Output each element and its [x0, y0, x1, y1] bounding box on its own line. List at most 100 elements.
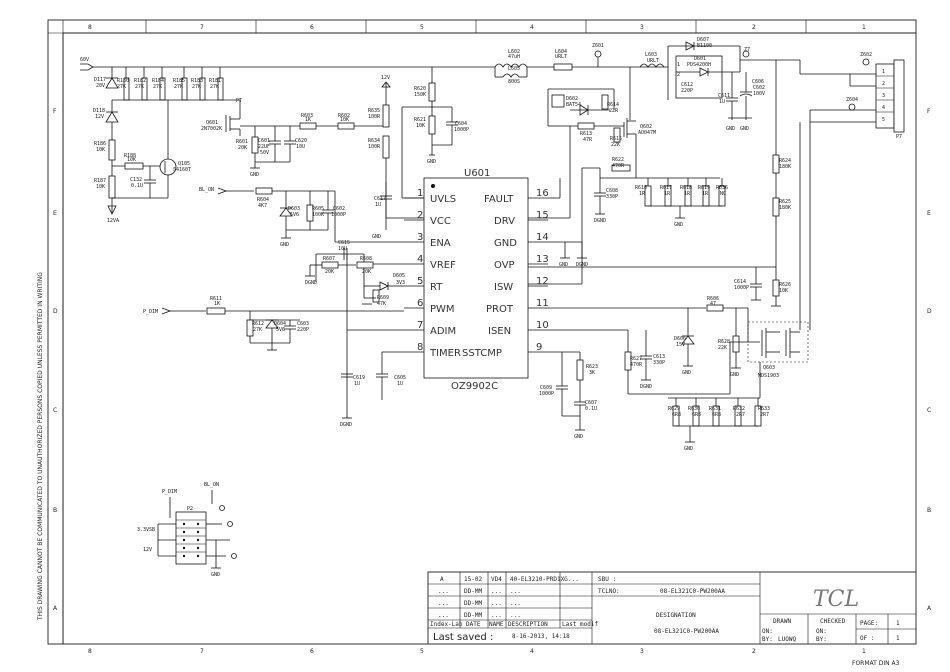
svg-text:27K: 27K — [135, 84, 144, 90]
svg-text:3V3: 3V3 — [396, 280, 405, 286]
svg-text:08-EL321C0-PW200AA: 08-EL321C0-PW200AA — [654, 628, 719, 635]
svg-text:R605: R605 — [312, 206, 324, 212]
svg-text:10K: 10K — [96, 184, 105, 190]
svg-text:L602: L602 — [508, 49, 520, 55]
format-label: FORMAT DIN A3 — [852, 660, 900, 667]
svg-text:47uH: 47uH — [508, 54, 520, 60]
svg-text:R628: R628 — [718, 339, 730, 345]
svg-text:DGND: DGND — [305, 280, 317, 286]
svg-text:1K: 1K — [214, 301, 220, 307]
svg-text:Z602: Z602 — [860, 52, 872, 58]
svg-text:4: 4 — [530, 24, 534, 31]
svg-text:R620: R620 — [414, 86, 426, 92]
svg-text:...: ... — [438, 612, 449, 619]
svg-text:220P: 220P — [681, 88, 693, 94]
svg-text:6R8: 6R8 — [692, 412, 701, 418]
svg-text:47: 47 — [710, 301, 716, 307]
svg-text:A: A — [53, 605, 58, 612]
svg-text:R182: R182 — [134, 78, 146, 84]
svg-text:20V: 20V — [96, 83, 105, 89]
svg-text:3: 3 — [640, 24, 644, 31]
svg-text:R612: R612 — [252, 321, 264, 327]
svg-text:R602: R602 — [338, 113, 350, 119]
svg-text:GND: GND — [684, 446, 693, 452]
svg-text:ISW: ISW — [494, 282, 513, 293]
svg-text:10K: 10K — [416, 123, 425, 129]
svg-text:DRAWN: DRAWN — [773, 618, 791, 625]
svg-text:R188: R188 — [124, 153, 136, 159]
svg-text:1000P: 1000P — [454, 127, 469, 133]
svg-text:6: 6 — [417, 298, 423, 309]
svg-text:5: 5 — [420, 648, 424, 655]
svg-text:P7: P7 — [896, 134, 902, 140]
svg-text:BY:: BY: — [762, 636, 773, 643]
svg-text:15: 15 — [536, 210, 549, 221]
svg-text:11: 11 — [536, 298, 549, 309]
svg-text:2: 2 — [752, 648, 756, 655]
svg-text:D602: D602 — [566, 96, 578, 102]
svg-text:GND: GND — [427, 159, 436, 165]
svg-text:D: D — [927, 308, 932, 315]
svg-text:OF :: OF : — [860, 635, 874, 642]
svg-text:R629: R629 — [668, 406, 680, 412]
svg-text:27K: 27K — [153, 84, 162, 90]
svg-text:ISEN: ISEN — [488, 326, 511, 337]
svg-text:1: 1 — [896, 635, 900, 642]
svg-text:470R: 470R — [630, 362, 643, 368]
svg-text:R607: R607 — [323, 256, 335, 262]
svg-text:ENA: ENA — [430, 238, 451, 249]
svg-text:R631: R631 — [709, 406, 721, 412]
svg-text:L603: L603 — [645, 52, 657, 58]
svg-text:2: 2 — [677, 72, 680, 78]
svg-text:...: ... — [510, 600, 521, 607]
svg-text:2: 2 — [752, 24, 756, 31]
svg-text:R634: R634 — [368, 138, 380, 144]
svg-text:GND: GND — [740, 126, 749, 132]
svg-text:L605: L605 — [508, 66, 520, 72]
svg-text:Q601: Q601 — [206, 120, 218, 126]
svg-text:SSTCMP: SSTCMP — [462, 348, 502, 359]
svg-text:3K: 3K — [589, 370, 595, 376]
svg-text:DESCRIPTION: DESCRIPTION — [508, 621, 548, 628]
svg-text:R614: R614 — [607, 102, 619, 108]
svg-text:C612: C612 — [681, 82, 693, 88]
svg-text:...: ... — [568, 576, 579, 583]
svg-text:F: F — [53, 108, 57, 115]
svg-text:1K: 1K — [305, 117, 311, 123]
svg-text:Z7: Z7 — [744, 47, 750, 53]
svg-text:8-16-2013, 14:18: 8-16-2013, 14:18 — [512, 633, 570, 640]
q601-mosfet: Q601 2N7002K — [201, 110, 241, 136]
svg-text:Last saved :: Last saved : — [433, 632, 493, 643]
svg-text:GND: GND — [211, 572, 220, 578]
svg-text:...: ... — [510, 612, 521, 619]
svg-text:3: 3 — [417, 232, 423, 243]
svg-text:27K: 27K — [210, 84, 219, 90]
svg-text:5: 5 — [417, 276, 423, 287]
svg-text:DGND: DGND — [594, 218, 606, 224]
svg-text:3.3VSB: 3.3VSB — [137, 527, 155, 533]
svg-text:10K: 10K — [127, 157, 136, 163]
svg-text:1000P: 1000P — [539, 391, 554, 397]
svg-text:C: C — [927, 407, 931, 414]
ic-ground-pins: GND DGND — [548, 178, 588, 268]
svg-text:R601: R601 — [236, 139, 248, 145]
svg-text:C603: C603 — [297, 321, 309, 327]
svg-text:100K: 100K — [312, 212, 324, 218]
svg-text:BL_ON: BL_ON — [199, 187, 214, 193]
svg-text:R626: R626 — [779, 282, 791, 288]
svg-text:27K: 27K — [174, 84, 183, 90]
svg-text:MDS1903: MDS1903 — [758, 373, 779, 379]
svg-text:3: 3 — [640, 648, 644, 655]
svg-text:R185: R185 — [173, 78, 185, 84]
svg-text:D605: D605 — [393, 273, 405, 279]
svg-text:P_DIM: P_DIM — [162, 489, 177, 495]
row-markers: F E D C B A F E D C B A — [53, 108, 932, 612]
svg-text:Last modif: Last modif — [562, 621, 599, 628]
svg-text:Q602: Q602 — [640, 124, 652, 130]
